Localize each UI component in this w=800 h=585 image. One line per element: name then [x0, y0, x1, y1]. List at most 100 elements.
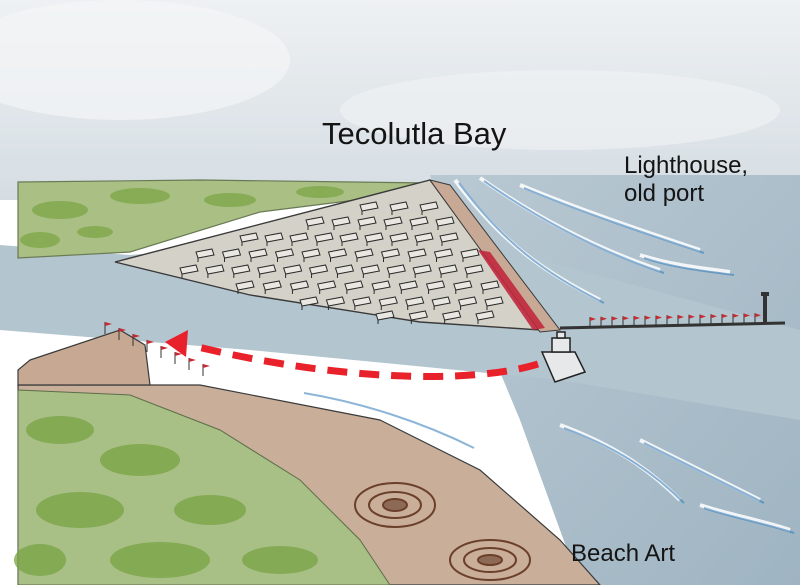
vegetation-texture [20, 186, 344, 248]
lighthouse-label: Lighthouse, old port [624, 152, 748, 207]
building [380, 248, 401, 262]
flag-cloth [119, 328, 126, 332]
building-roof [357, 216, 377, 227]
lighthouse-label-line2: old port [624, 179, 705, 207]
flag-cloth [678, 315, 684, 319]
flag-icon [146, 340, 154, 352]
foreground-vegetation [17, 389, 391, 585]
building-roof [205, 264, 225, 275]
building-roof [339, 232, 359, 243]
building-roof [389, 232, 409, 243]
buildings [179, 201, 504, 324]
building [354, 248, 374, 262]
cloud [340, 70, 780, 150]
wave-line [523, 187, 705, 254]
building-roof [480, 280, 500, 291]
building-roof [407, 248, 427, 259]
building [389, 201, 409, 215]
flag-icon [644, 315, 651, 326]
flag-icon [104, 322, 112, 334]
building-roof [195, 248, 215, 259]
building-roof [464, 264, 484, 275]
lighthouse-icon [761, 292, 769, 323]
building [464, 264, 484, 278]
building [439, 232, 459, 246]
building [405, 296, 425, 310]
flag-cloth [175, 352, 182, 356]
beach-art-label: Beach Art [571, 540, 676, 567]
concentric-circle-icon [354, 482, 436, 528]
building [274, 248, 295, 262]
building [301, 248, 321, 262]
building [389, 232, 409, 246]
building-roof [352, 296, 372, 307]
building-roof [231, 264, 251, 275]
building [235, 280, 255, 294]
flag-cloth [744, 313, 750, 318]
flag-icon [710, 314, 717, 325]
building [480, 280, 500, 294]
flag-cloth [147, 340, 154, 344]
flag-icon [611, 316, 618, 327]
building [264, 232, 284, 246]
building [359, 201, 379, 215]
flag-icon [202, 364, 210, 376]
flag-icon [655, 315, 662, 326]
building [484, 296, 504, 310]
flag-icon [188, 358, 196, 370]
headland [17, 329, 151, 386]
building-roof [308, 264, 329, 275]
flag-icon [600, 316, 607, 327]
flag-cloth [656, 315, 662, 320]
building [371, 280, 391, 294]
flag-icon [160, 346, 168, 358]
building [383, 216, 403, 230]
flag-cloth [133, 334, 140, 338]
headland-flags [104, 322, 210, 376]
building [475, 310, 495, 324]
flag-cloth [755, 313, 761, 318]
building-roof [438, 264, 458, 275]
building-roof [386, 264, 406, 275]
building [195, 248, 215, 262]
building [460, 248, 480, 262]
flag-icon [699, 314, 706, 325]
building-roof [419, 201, 439, 212]
building [364, 232, 384, 246]
map-title: Tecolutla Bay [322, 116, 507, 151]
building [398, 280, 418, 294]
building [282, 264, 303, 278]
building-roof [442, 310, 462, 321]
building-roof [305, 216, 325, 227]
building [289, 280, 310, 294]
building-roof [262, 280, 282, 291]
wave-foam [699, 503, 791, 532]
building-roof [408, 310, 428, 321]
building [327, 248, 348, 262]
building [386, 264, 406, 278]
building-roof [460, 248, 480, 259]
flag-icon [589, 317, 596, 327]
wave-line [483, 180, 665, 274]
bay-city-area [114, 179, 542, 331]
ocean-waves [299, 176, 795, 534]
building-roof [359, 201, 379, 212]
building [344, 280, 364, 294]
flag-cloth [590, 317, 596, 321]
red-strip [478, 250, 545, 330]
flag-icon [118, 328, 126, 340]
building [414, 232, 434, 246]
building [239, 232, 259, 246]
flag-cloth [612, 316, 618, 321]
arrow-head [165, 330, 188, 357]
building [334, 264, 355, 278]
flag-cloth [203, 364, 210, 368]
building-roof [331, 216, 351, 227]
building [433, 248, 454, 262]
flag-cloth [722, 314, 728, 318]
flag-icon [622, 316, 629, 327]
building-roof [431, 296, 451, 307]
building-roof [327, 248, 348, 259]
building-roof [453, 280, 473, 291]
